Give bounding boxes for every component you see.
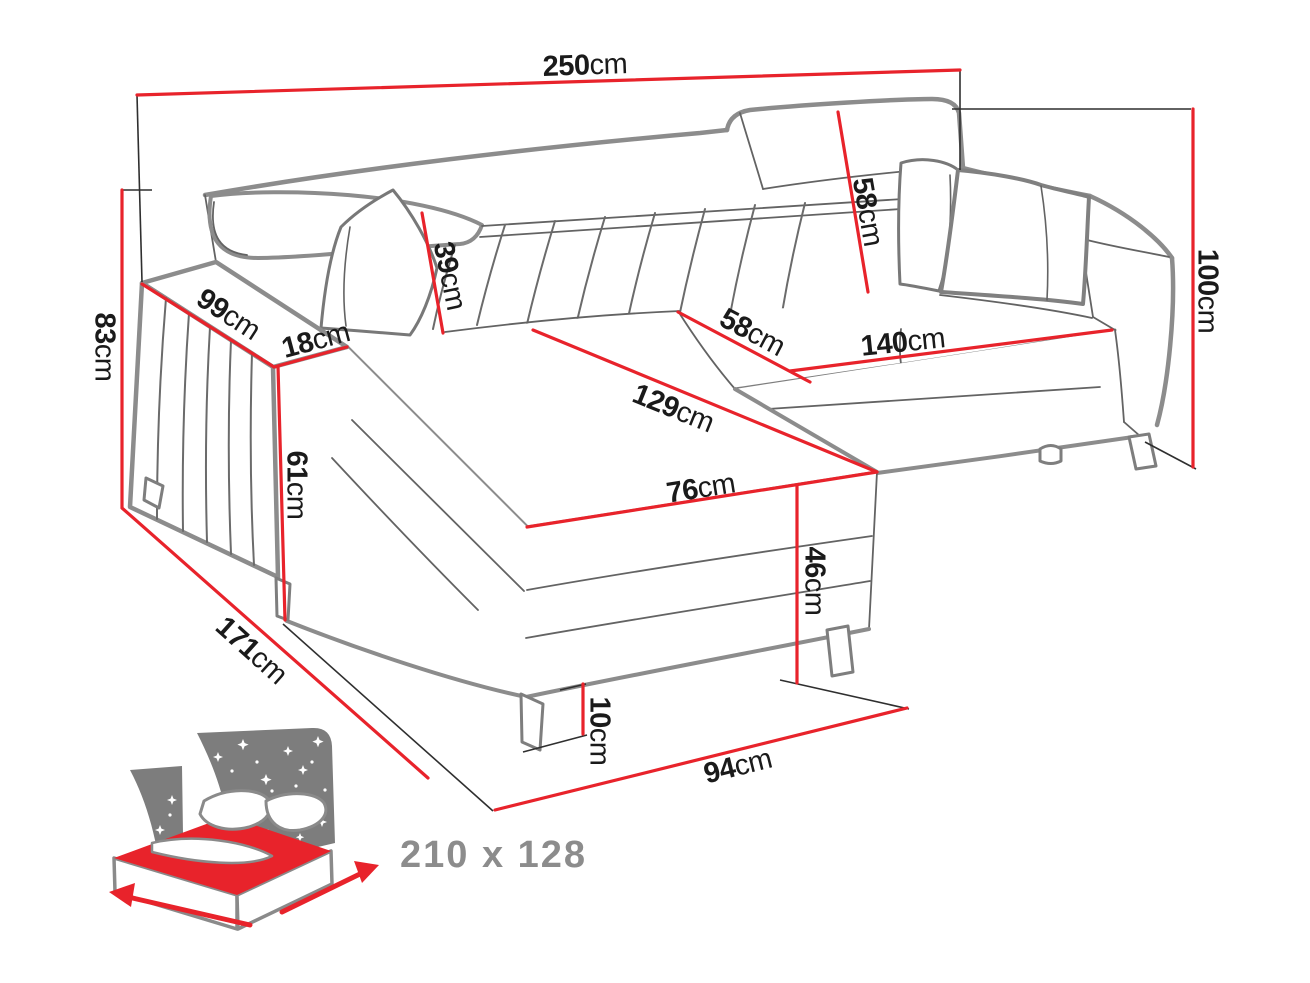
- dim-label-total-width: 250cm: [542, 48, 628, 83]
- bed-size-label: 210 x 128: [400, 834, 588, 876]
- extension-lines: [122, 70, 1197, 812]
- dim-label-side-height: 83cm: [88, 312, 121, 382]
- dim-label-leg-height: 10cm: [583, 696, 616, 766]
- bed-size-arrows: [109, 861, 379, 928]
- dim-label-seat-height: 46cm: [798, 546, 831, 616]
- dim-label-armrest-front-height: 61cm: [280, 450, 313, 520]
- dimension-lines: [120, 68, 1195, 812]
- sofa-bed-icon: [109, 727, 379, 931]
- dim-label-overall-height: 100cm: [1191, 248, 1224, 334]
- sofa-drawing: [127, 96, 1176, 752]
